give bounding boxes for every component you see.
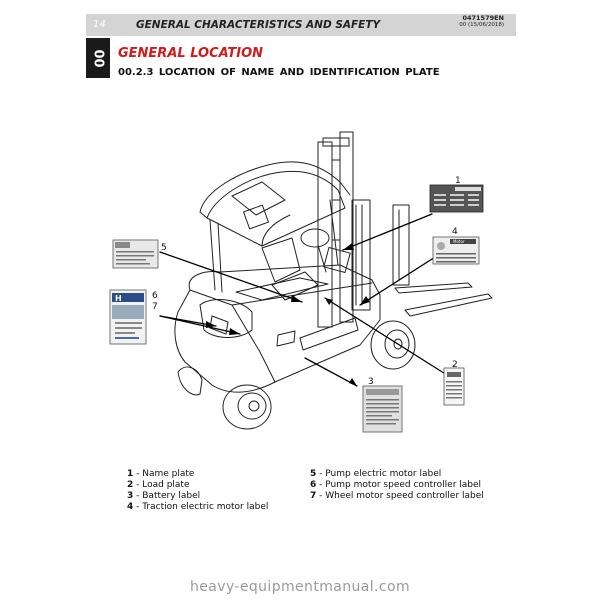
controller-label-icon: H [109,289,147,345]
legend-right: 5 - Pump electric motor label 6 - Pump m… [310,469,484,502]
watermark: heavy-equipmentmanual.com [190,579,410,595]
legend-item: 2 - Load plate [127,480,190,490]
traction-motor-label-icon: Motor [432,236,480,265]
header-title: GENERAL CHARACTERISTICS AND SAFETY [136,19,381,31]
callout-6: 6 [152,291,158,301]
pump-motor-label-icon [112,239,159,269]
overhead-guard [199,161,351,293]
mast [317,131,410,328]
callout-3: 3 [368,377,374,387]
back-left-wheel [177,366,203,396]
callout-2: 2 [452,360,458,370]
callout-4: 4 [452,227,458,237]
steering-wheel [300,228,351,274]
legend-item: 6 - Pump motor speed controller label [310,480,482,490]
plate4-header-text: Motor [453,239,465,244]
legend-item: 3 - Battery label [127,491,201,501]
load-plate-icon [443,367,465,406]
battery-label-icon [362,385,403,433]
leader-arrowheads [206,243,370,386]
document-date: 00 (15/06/2018) [459,22,504,28]
legend-item: 5 - Pump electric motor label [310,469,442,479]
callout-1: 1 [455,176,461,186]
forks [394,282,493,317]
legend-left: 1 - Name plate 2 - Load plate 3 - Batter… [127,469,268,513]
legend-item: 7 - Wheel motor speed controller label [310,491,484,501]
subsection-heading: 00.2.3 LOCATION OF NAME AND IDENTIFICATI… [118,67,440,78]
front-wheel [370,320,416,370]
document-code: 0471579EN [462,14,504,22]
name-plate-icon [429,184,484,213]
header-bar [86,14,516,36]
truck-body [174,264,381,393]
legend-item: 4 - Traction electric motor label [127,502,269,512]
legend-item: 1 - Name plate [127,469,195,479]
plate6-logo-text: H [115,294,122,303]
forklift-diagram: Motor H [109,131,493,433]
callout-5: 5 [161,243,167,253]
page-number: 14 [93,19,106,30]
callout-7: 7 [152,302,158,312]
section-title: GENERAL LOCATION [118,46,264,61]
chapter-number: 00 [90,48,106,68]
leader-lines [159,213,448,387]
rear-wheel [222,384,272,430]
chapter-tab: 00 [86,38,110,78]
